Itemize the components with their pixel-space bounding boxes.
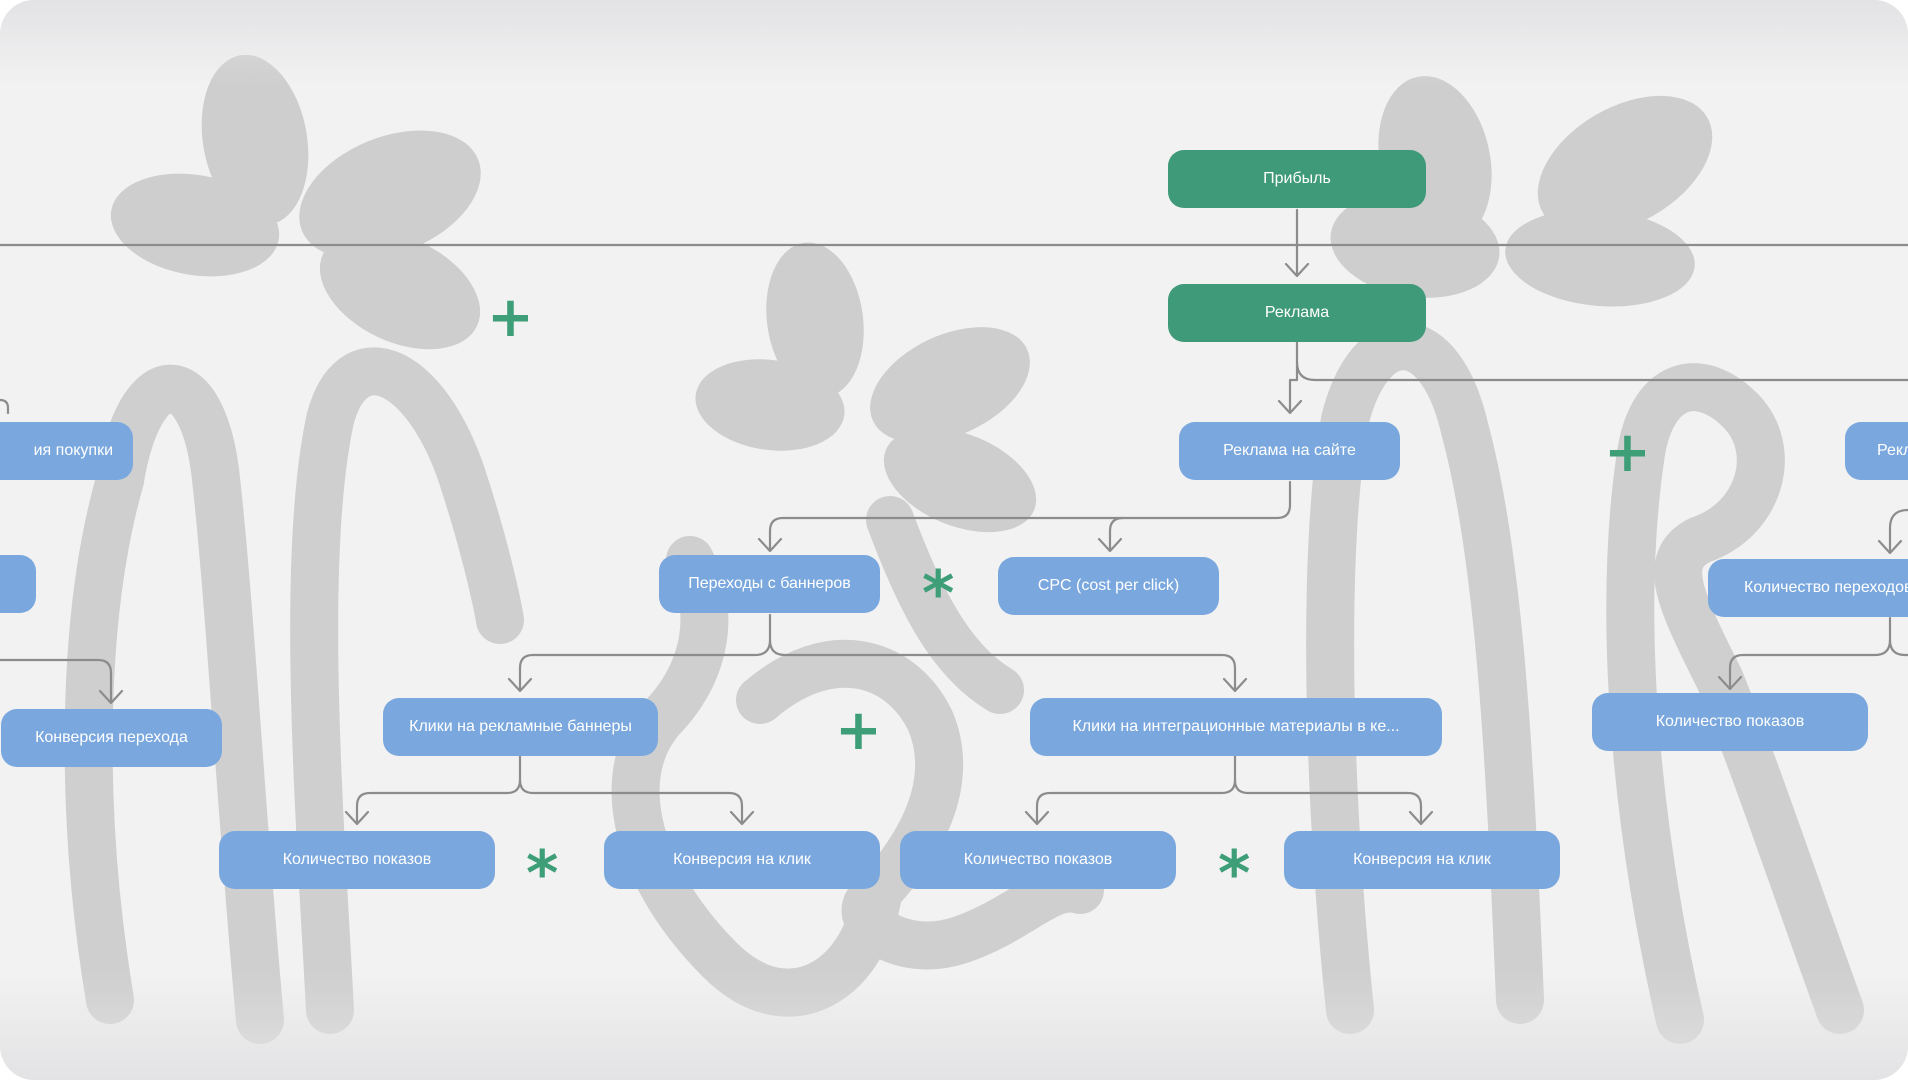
node-advertising[interactable]: Реклама <box>1168 284 1426 342</box>
node-cpc[interactable]: CPC (cost per click) <box>998 557 1219 615</box>
node-site-ads-label: Реклама на сайте <box>1223 442 1356 459</box>
node-purchase-conversion-partial-label: ия покупки <box>33 442 113 459</box>
node-banner-clicks[interactable]: Клики на рекламные баннеры <box>383 698 658 756</box>
connector-left-top <box>0 398 10 415</box>
node-click-conversion-2-label: Конверсия на клик <box>1353 851 1491 868</box>
node-profit[interactable]: Прибыль <box>1168 150 1426 208</box>
connector-profit-advertising <box>1284 208 1310 278</box>
node-banner-clicks-label: Клики на рекламные баннеры <box>409 718 632 735</box>
multiply-operator-2: * <box>526 837 559 910</box>
connector-integration-conversion <box>1233 778 1434 826</box>
node-impressions-2[interactable]: Количество показов <box>900 831 1176 889</box>
connector-banners-banner-clicks <box>507 613 772 693</box>
connector-right-impressions <box>1717 616 1892 691</box>
node-transitions-count-label: Количество переходов <box>1744 579 1908 596</box>
node-cpc-label: CPC (cost per click) <box>1037 577 1180 594</box>
node-transitions-count[interactable]: Количество переходов <box>1708 559 1908 617</box>
node-ads-partial-right[interactable]: Рекл <box>1845 422 1908 480</box>
node-ads-partial-right-label: Рекл <box>1877 442 1908 459</box>
node-purchase-conversion-partial[interactable]: ия покупки <box>0 422 133 480</box>
node-banner-transitions-label: Переходы с баннеров <box>688 575 851 592</box>
node-left-partial[interactable] <box>0 555 36 613</box>
flower-doodle-left <box>110 54 481 350</box>
plus-operator-3: + <box>835 698 882 763</box>
node-impressions-right[interactable]: Количество показов <box>1592 693 1868 751</box>
node-impressions-1[interactable]: Количество показов <box>219 831 495 889</box>
node-impressions-2-label: Количество показов <box>963 851 1113 868</box>
connector-banner-clicks-conversion <box>518 778 755 826</box>
node-banner-transitions[interactable]: Переходы с баннеров <box>659 555 880 613</box>
connector-banner-clicks-impressions <box>344 753 522 826</box>
node-impressions-1-label: Количество показов <box>282 851 432 868</box>
node-click-conversion-2[interactable]: Конверсия на клик <box>1284 831 1560 889</box>
connector-site-ads-banners <box>757 480 1292 553</box>
multiply-operator-1: * <box>922 557 955 630</box>
connector-advertising-right <box>1295 360 1908 382</box>
connector-integration-impressions <box>1024 753 1237 826</box>
connector-banners-integration-clicks <box>768 638 1248 693</box>
connector-left-conversion <box>0 658 124 705</box>
node-integration-clicks-label: Клики на интеграционные материалы в ке..… <box>1072 718 1400 735</box>
node-click-conversion-1[interactable]: Конверсия на клик <box>604 831 880 889</box>
plus-operator-2: + <box>1604 420 1651 485</box>
flower-doodle-center <box>695 242 1037 533</box>
node-transition-conversion[interactable]: Конверсия перехода <box>1 709 222 767</box>
connector-site-ads-cpc <box>1097 516 1125 553</box>
node-integration-clicks[interactable]: Клики на интеграционные материалы в ке..… <box>1030 698 1442 756</box>
connector-right-continue <box>1888 638 1908 657</box>
node-transition-conversion-label: Конверсия перехода <box>35 729 188 746</box>
node-profit-label: Прибыль <box>1263 170 1331 187</box>
node-site-ads[interactable]: Реклама на сайте <box>1179 422 1400 480</box>
multiply-operator-3: * <box>1218 837 1251 910</box>
node-click-conversion-1-label: Конверсия на клик <box>673 851 811 868</box>
node-impressions-right-label: Количество показов <box>1655 713 1805 730</box>
node-advertising-label: Реклама <box>1264 304 1330 321</box>
connector-advertising-site-ads <box>1277 340 1303 415</box>
plus-operator-1: + <box>487 285 534 350</box>
connector-right-transitions <box>1877 508 1908 555</box>
